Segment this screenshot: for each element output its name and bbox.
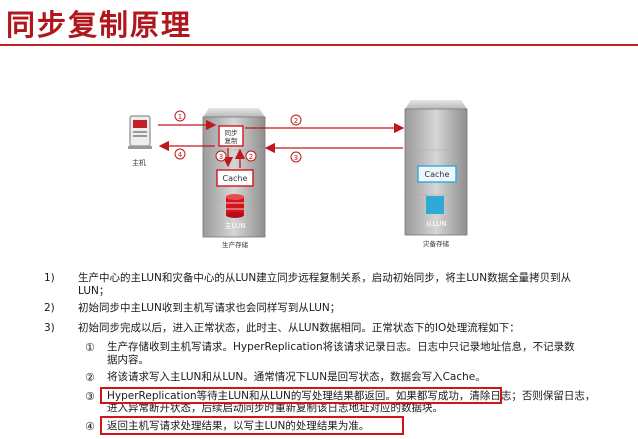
substep-1-num: ① — [85, 341, 95, 354]
page-title: 同步复制原理 — [6, 8, 193, 42]
marker-2-inner: 2 — [245, 150, 257, 162]
marker-4: 4 — [174, 148, 186, 160]
marker-1: 1 — [174, 110, 186, 122]
marker-3-right: 3 — [290, 151, 302, 163]
slave-lun-label: 从LUN — [426, 220, 447, 228]
step-1-line1: 生产中心的主LUN和灾备中心的从LUN建立同步远程复制关系，启动初始同步，将主L… — [78, 272, 572, 284]
main-lun-database-icon — [226, 194, 244, 218]
marker-2-right: 2 — [290, 114, 302, 126]
prod-cache-box — [216, 169, 254, 187]
svg-text:2: 2 — [294, 117, 298, 125]
substep-4-num: ④ — [85, 420, 95, 433]
sync-box-line1: 同步 — [225, 129, 239, 137]
svg-text:3: 3 — [294, 154, 298, 162]
dr-cache-box — [417, 165, 457, 183]
dr-cache-label: Cache — [425, 170, 450, 179]
prod-cache-label: Cache — [223, 174, 248, 183]
dr-storage-label: 灾备存储 — [423, 239, 450, 248]
slave-lun-icon — [426, 196, 444, 214]
host-computer-icon — [128, 115, 152, 149]
svg-text:4: 4 — [178, 151, 183, 159]
substep-3-num: ③ — [85, 390, 95, 403]
substep-3-line2: 进入异常断开状态，后续启动同步时重新复制该日志地址对应的数据块。 — [107, 402, 443, 414]
step-3-num: 3) — [44, 322, 55, 334]
step-3-line1: 初始同步完成以后，进入正常状态，此时主、从LUN数据相同。正常状态下的IO处理流… — [78, 322, 520, 334]
sync-box-line2: 复制 — [225, 136, 239, 145]
marker-3-inner: 3 — [215, 150, 227, 162]
step-1-line2: LUN； — [78, 285, 110, 297]
highlight-box-substep-4 — [100, 416, 404, 435]
title-underline — [0, 44, 638, 46]
step-2-num: 2) — [44, 302, 55, 314]
sync-replication-box — [218, 125, 244, 147]
host-label: 主机 — [132, 158, 146, 167]
prod-storage-label: 生产存储 — [222, 240, 249, 249]
step-2-line1: 初始同步中主LUN收到主机写请求也会同样写到从LUN； — [78, 302, 341, 314]
substep-1-line1: 生产存储收到主机写请求。HyperReplication将该请求记录日志。日志中… — [107, 341, 575, 353]
step-1-num: 1) — [44, 272, 55, 284]
main-lun-label: 主LUN — [225, 221, 246, 230]
substep-1-line2: 据内容。 — [107, 354, 149, 366]
substep-4-line1: 返回主机写请求处理结果，以写主LUN的处理结果为准。 — [107, 420, 370, 432]
svg-text:1: 1 — [178, 113, 182, 121]
highlight-box-substep-3 — [100, 387, 502, 404]
substep-2-num: ② — [85, 371, 95, 384]
substep-3-line1: HyperReplication等待主LUN和从LUN的写处理结果都返回。如果都… — [107, 390, 596, 402]
svg-text:2: 2 — [249, 153, 253, 161]
svg-text:3: 3 — [219, 153, 223, 161]
substep-2-line1: 将该请求写入主LUN和从LUN。通常情况下LUN是回写状态，数据会写入Cache… — [107, 371, 486, 383]
